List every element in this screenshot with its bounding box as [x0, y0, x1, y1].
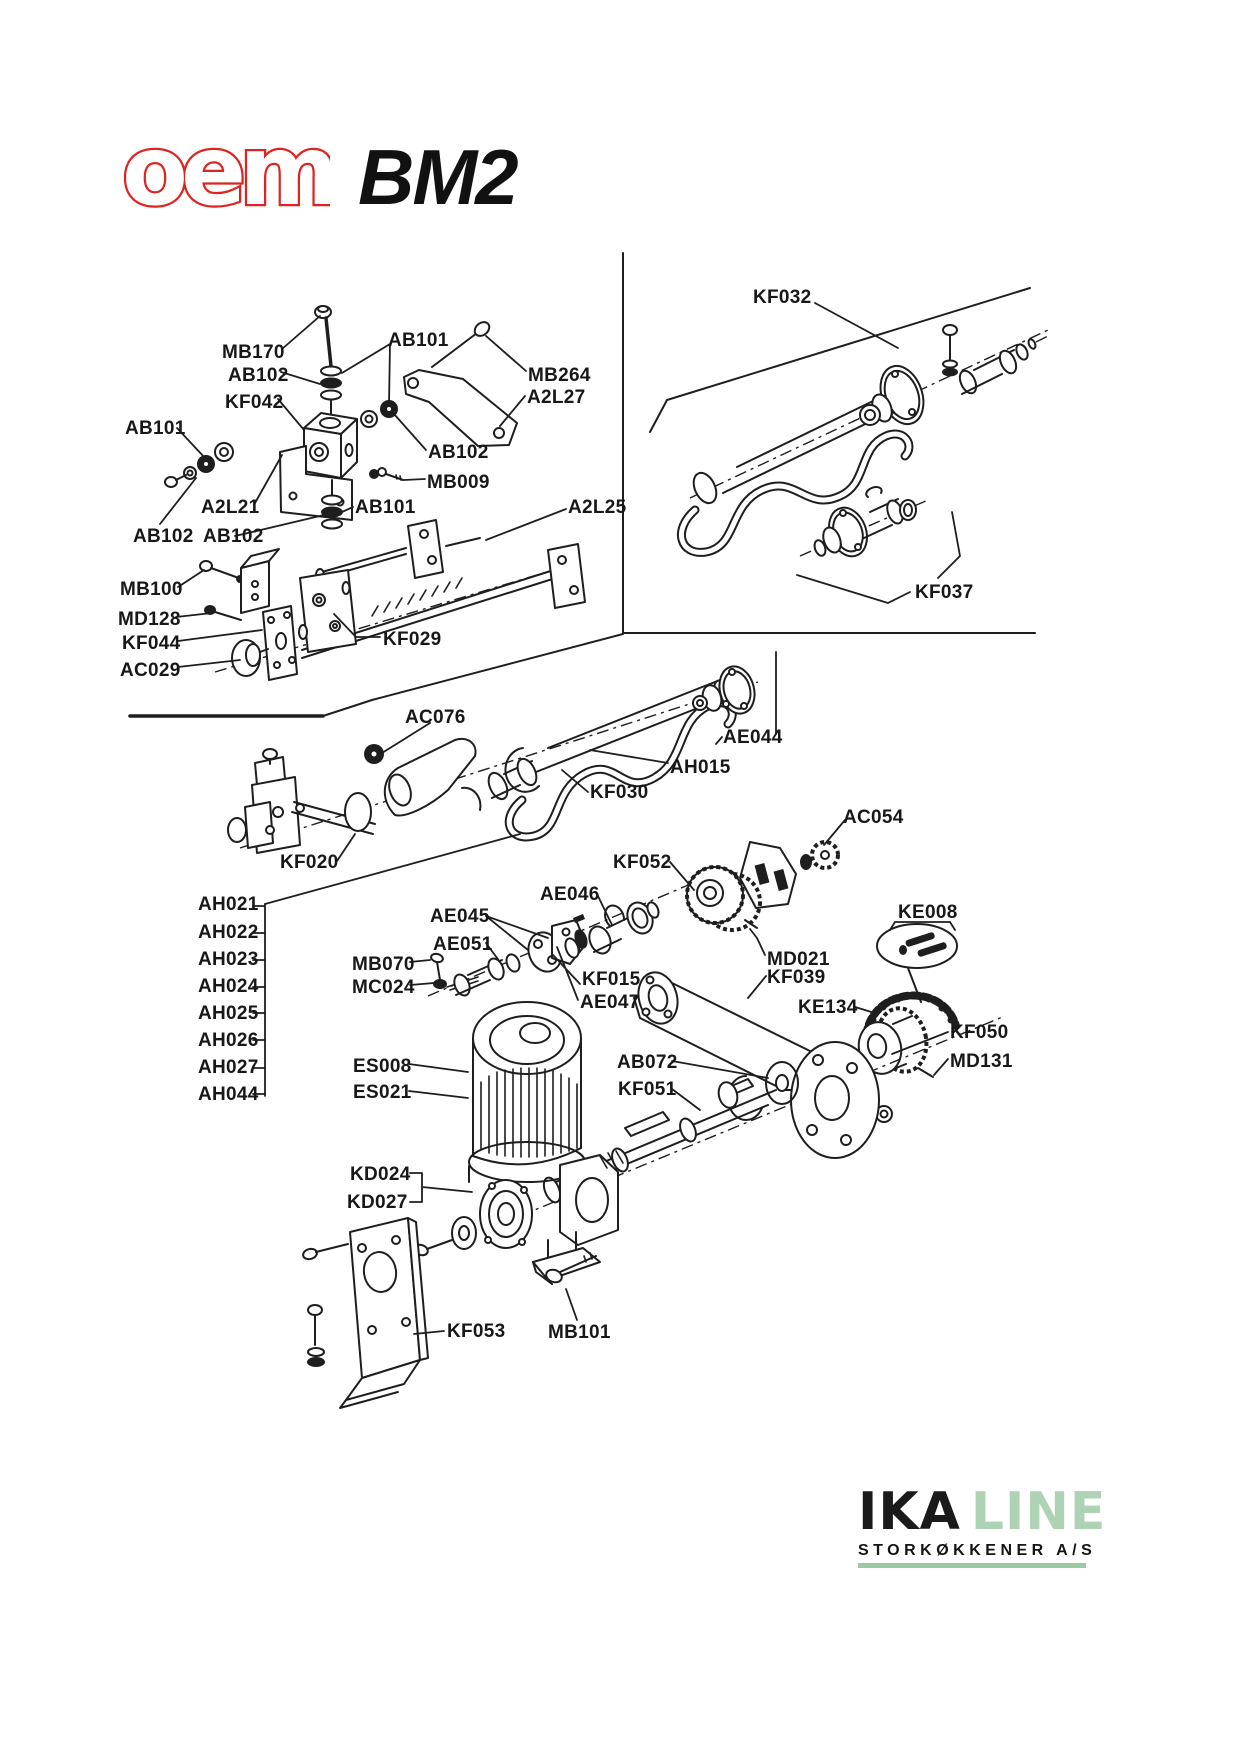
part-label-ah022: AH022 — [198, 922, 259, 943]
part-label-a2l25: A2L25 — [568, 497, 627, 518]
part-label-mb070: MB070 — [352, 954, 415, 975]
part-label-ae051: AE051 — [433, 934, 493, 955]
part-label-ac076: AC076 — [405, 707, 466, 728]
part-label-kf044: KF044 — [122, 633, 181, 654]
part-label-ae047: AE047 — [580, 992, 640, 1013]
header: oem BM2 — [118, 128, 519, 221]
part-label-ah024: AH024 — [198, 976, 259, 997]
part-label-kf032: KF032 — [753, 287, 812, 308]
part-label-ah015: AH015 — [670, 757, 731, 778]
part-label-ae044: AE044 — [723, 727, 783, 748]
kf042-assembly — [164, 305, 518, 530]
kf032-auger — [649, 287, 1051, 557]
part-label-mb100: MB100 — [120, 579, 183, 600]
part-label-kf030: KF030 — [590, 782, 649, 803]
part-label-kf052: KF052 — [613, 852, 672, 873]
part-label-kf053: KF053 — [447, 1321, 506, 1342]
kf052-sprocket — [685, 840, 840, 932]
part-label-md021: MD021 — [767, 949, 830, 970]
part-label-ab102: AB102 — [428, 442, 489, 463]
part-label-kd027: KD027 — [347, 1192, 408, 1213]
oem-logo: oem — [120, 128, 330, 220]
part-label-a2l21: A2L21 — [201, 497, 260, 518]
footer-brand-ika: IKA — [858, 1482, 961, 1542]
part-label-ae045: AE045 — [430, 906, 490, 927]
kf053-bracket — [302, 1217, 429, 1409]
part-label-a2l27: A2L27 — [527, 387, 586, 408]
part-label-kf037: KF037 — [915, 582, 974, 603]
footer-brand-line: LINE — [970, 1482, 1107, 1542]
driveline-assembly — [427, 879, 701, 997]
part-label-ab102: AB102 — [203, 526, 264, 547]
part-label-kd024: KD024 — [350, 1164, 411, 1185]
motor-gearbox — [413, 1001, 624, 1285]
part-label-ab072: AB072 — [617, 1052, 678, 1073]
part-label-kf050: KF050 — [950, 1022, 1009, 1043]
part-label-ah021: AH021 — [198, 894, 259, 915]
part-label-ab102: AB102 — [133, 526, 194, 547]
footer-subtitle: STORKØKKENER A/S — [858, 1542, 1097, 1559]
part-label-kf015: KF015 — [582, 969, 641, 990]
part-label-kf042: KF042 — [225, 392, 284, 413]
part-label-ac054: AC054 — [843, 807, 904, 828]
kf020-assembly — [227, 665, 759, 854]
part-label-ac029: AC029 — [120, 660, 181, 681]
part-label-ah027: AH027 — [198, 1057, 259, 1078]
part-label-md128: MD128 — [118, 609, 181, 630]
kf037-coupler — [796, 485, 961, 604]
part-label-ke008: KE008 — [898, 902, 958, 923]
part-label-ab101: AB101 — [355, 497, 416, 518]
part-label-mb264: MB264 — [528, 365, 591, 386]
part-label-es008: ES008 — [353, 1056, 412, 1077]
part-label-ae046: AE046 — [540, 884, 600, 905]
part-label-mb101: MB101 — [548, 1322, 611, 1343]
part-label-mb009: MB009 — [427, 472, 490, 493]
part-label-kf029: KF029 — [383, 629, 442, 650]
part-label-ab101: AB101 — [125, 418, 186, 439]
part-label-ah026: AH026 — [198, 1030, 259, 1051]
leader-lines — [159, 302, 949, 1335]
part-label-ab101: AB101 — [388, 330, 449, 351]
part-label-md131: MD131 — [950, 1051, 1013, 1072]
part-label-mb170: MB170 — [222, 342, 285, 363]
oem-logo-text: oem — [122, 128, 330, 220]
kf029-assembly — [199, 519, 586, 681]
part-label-kf020: KF020 — [280, 852, 339, 873]
part-label-mc024: MC024 — [352, 977, 415, 998]
part-label-ah044: AH044 — [198, 1084, 259, 1105]
part-label-kf039: KF039 — [767, 967, 826, 988]
part-label-ah023: AH023 — [198, 949, 259, 970]
part-label-ah025: AH025 — [198, 1003, 259, 1024]
part-label-ke134: KE134 — [798, 997, 858, 1018]
divider-lines — [128, 252, 1036, 718]
part-label-ab102: AB102 — [228, 365, 289, 386]
part-label-kf051: KF051 — [618, 1079, 677, 1100]
footer-green-bar — [858, 1563, 1086, 1568]
kf039-arm — [519, 971, 1006, 1217]
part-label-es021: ES021 — [353, 1082, 412, 1103]
model-title: BM2 — [358, 133, 519, 221]
